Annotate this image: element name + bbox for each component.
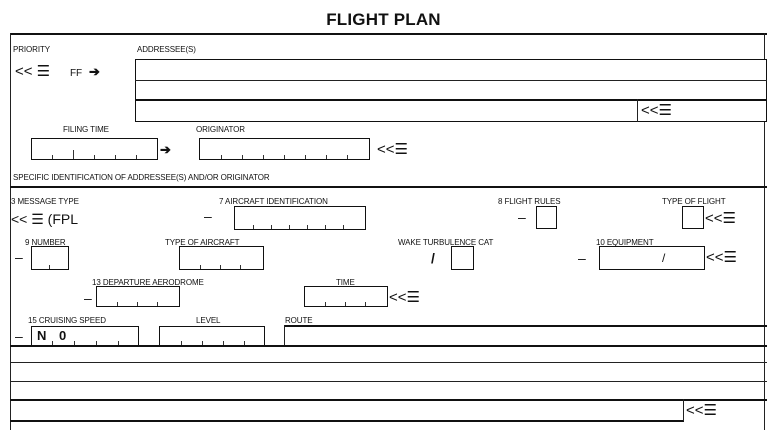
route-line-2[interactable] [10, 362, 767, 363]
time-label: TIME [336, 278, 355, 287]
arrow-right-icon: ➔ [160, 142, 171, 157]
flight-rules-label: 8 FLIGHT RULES [498, 197, 561, 206]
specific-identification-label: SPECIFIC IDENTIFICATION OF ADDRESSEE(S) … [13, 173, 270, 182]
departure-time-field[interactable] [304, 286, 388, 307]
level-label: LEVEL [196, 316, 221, 325]
route-line-5[interactable] [10, 420, 684, 422]
aircraft-identification-field[interactable] [234, 206, 366, 230]
type-of-flight-field[interactable] [682, 206, 704, 229]
route-left-divider [284, 325, 285, 346]
filing-time-label: FILING TIME [63, 125, 109, 134]
dash: – [15, 249, 23, 265]
type-of-flight-label: TYPE OF FLIGHT [662, 197, 726, 206]
section-divider [10, 186, 767, 188]
addressee-end-divider [637, 99, 638, 122]
slash: / [431, 250, 435, 266]
end-symbol-equipment: <<☰ [706, 249, 737, 266]
dash: – [518, 209, 526, 225]
end-symbol-type-of-flight: <<☰ [705, 210, 736, 227]
addressee-line-1 [135, 80, 767, 81]
dash: – [578, 250, 586, 266]
wake-turbulence-field[interactable] [451, 246, 474, 270]
dash: – [84, 290, 92, 306]
equipment-field[interactable]: / [599, 246, 705, 270]
wake-turbulence-label: WAKE TURBULENCE CAT [398, 238, 494, 247]
route-end-divider [683, 399, 684, 421]
message-type-label: 3 MESSAGE TYPE [11, 197, 79, 206]
aircraft-identification-label: 7 AIRCRAFT IDENTIFICATION [219, 197, 328, 206]
number-label: 9 NUMBER [25, 238, 66, 247]
right-border [764, 33, 765, 430]
filing-time-field[interactable] [31, 138, 158, 160]
speed-digit-prefill: 0 [59, 328, 67, 343]
cruising-speed-field[interactable]: N 0 [31, 326, 139, 346]
speed-unit-prefill: N [37, 328, 47, 343]
end-symbol-route: <<☰ [686, 402, 717, 419]
cruising-speed-label: 15 CRUISING SPEED [28, 316, 106, 325]
end-symbol-originator: <<☰ [377, 141, 408, 158]
end-symbol-addressee: <<☰ [641, 102, 672, 119]
start-of-message-symbol: << ☰ [15, 63, 51, 80]
dash: – [15, 328, 23, 344]
addressee-line-2 [135, 99, 767, 101]
number-field[interactable] [31, 246, 69, 270]
left-border [10, 33, 11, 430]
departure-aerodrome-label: 13 DEPARTURE AERODROME [92, 278, 204, 287]
route-line-1[interactable] [10, 345, 767, 347]
route-label: ROUTE [285, 316, 313, 325]
ff-label: FF [70, 68, 83, 79]
fpl-message-type: << ☰ (FPL [11, 211, 79, 227]
departure-aerodrome-field[interactable] [96, 286, 180, 307]
arrow-right-icon: ➔ [89, 64, 100, 79]
route-top-line [284, 325, 767, 327]
form-title: FLIGHT PLAN [326, 10, 441, 29]
type-of-aircraft-field[interactable] [179, 246, 264, 270]
type-of-aircraft-label: TYPE OF AIRCRAFT [165, 238, 240, 247]
addressees-label: ADDRESSEE(S) [137, 45, 196, 54]
flight-rules-field[interactable] [536, 206, 557, 229]
addressee-field[interactable] [135, 59, 767, 122]
originator-label: ORIGINATOR [196, 125, 245, 134]
dash: – [204, 208, 212, 224]
end-symbol-time: <<☰ [389, 289, 420, 306]
level-field[interactable] [159, 326, 265, 346]
title-underline [10, 33, 767, 35]
originator-field[interactable] [199, 138, 370, 160]
route-line-4[interactable] [10, 399, 767, 401]
equipment-label: 10 EQUIPMENT [596, 238, 654, 247]
route-line-3[interactable] [10, 381, 767, 382]
priority-label: PRIORITY [13, 45, 50, 54]
equipment-slash: / [662, 251, 666, 265]
